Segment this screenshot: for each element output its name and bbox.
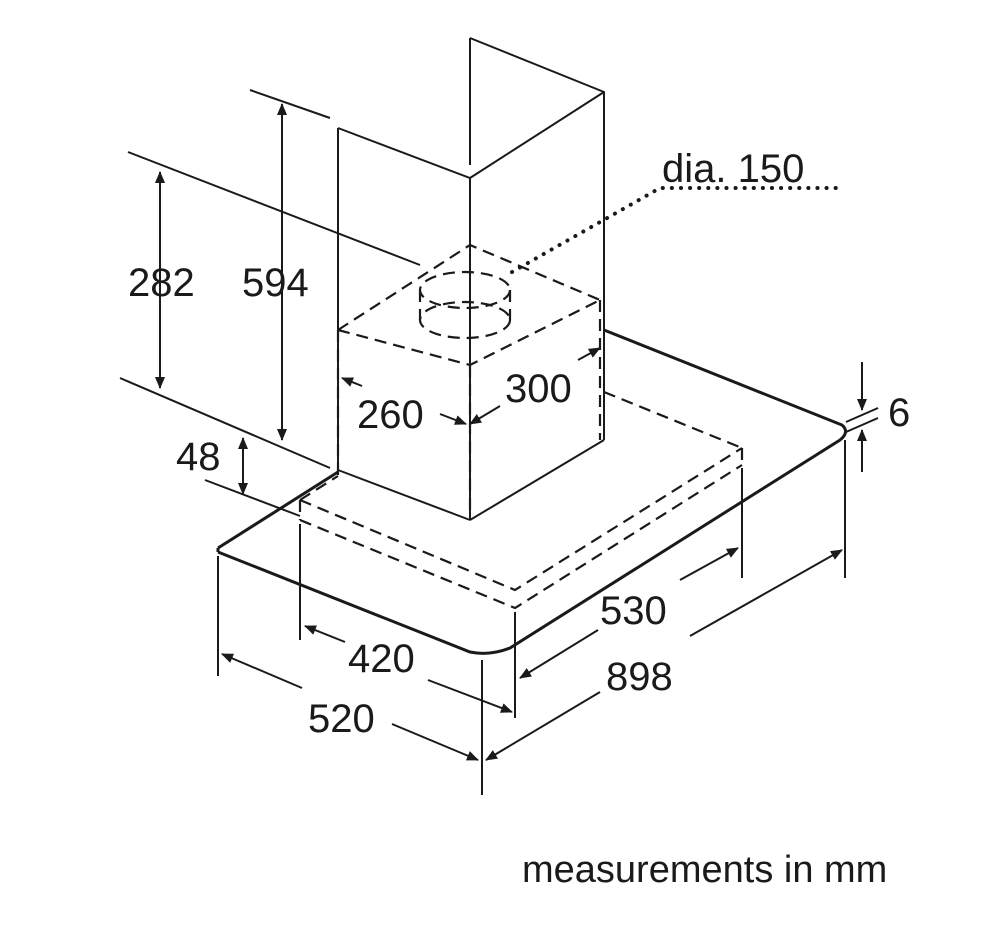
label-300: 300 [505,367,572,411]
hidden-motor-box [336,243,602,510]
diameter-leader [510,186,842,274]
hidden-filter-tray [298,390,744,610]
chimney-outline [337,37,605,521]
glass-canopy [216,328,847,655]
label-520: 520 [308,697,375,741]
label-dia-150: dia. 150 [662,147,804,191]
label-530: 530 [600,589,667,633]
label-48: 48 [176,435,221,479]
label-420: 420 [348,637,415,681]
label-260: 260 [357,393,424,437]
label-6: 6 [888,391,910,435]
label-898: 898 [606,655,673,699]
label-594: 594 [242,261,309,305]
units-note: measurements in mm [522,849,887,891]
dimension-lines [119,89,879,795]
label-282: 282 [128,261,195,305]
